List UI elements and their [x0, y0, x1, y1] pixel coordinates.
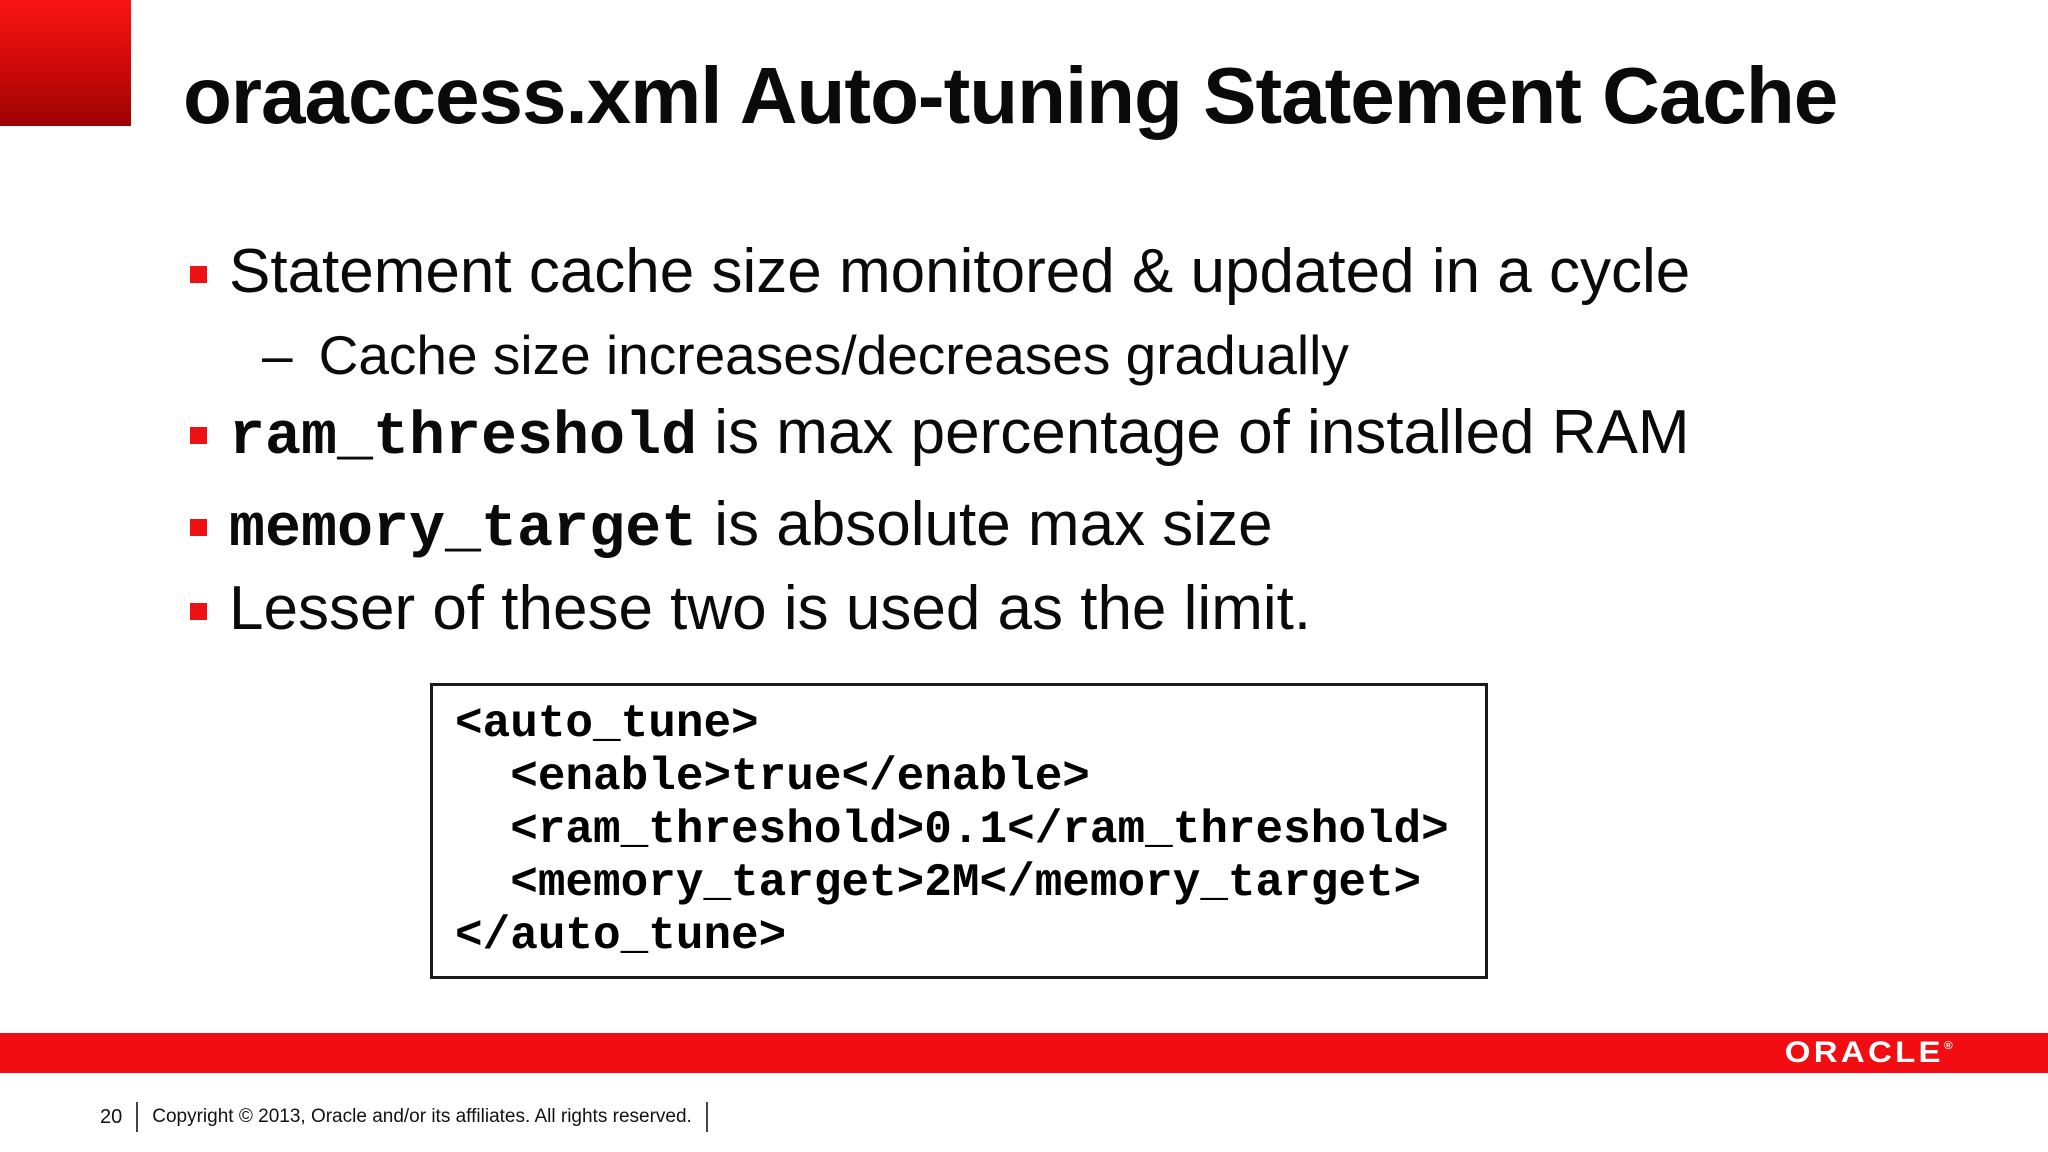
bullet-text: ram_threshold is max percentage of insta…: [229, 398, 1690, 473]
copyright-text: Copyright © 2013, Oracle and/or its affi…: [152, 1106, 692, 1127]
code-box: <auto_tune> <enable>true</enable> <ram_t…: [430, 683, 1488, 979]
bullet-text-rest: is absolute max size: [697, 490, 1273, 559]
footer-red-bar: ORACLE®: [0, 1033, 2048, 1073]
dash-icon: –: [262, 324, 293, 386]
bullet-text: memory_target is absolute max size: [229, 490, 1273, 565]
bullet-item-2: ram_threshold is max percentage of insta…: [190, 398, 1690, 473]
separator-bar: [705, 1102, 708, 1132]
oracle-logo-text: ORACLE: [1784, 1036, 1945, 1069]
sub-bullet-item: – Cache size increases/decreases gradual…: [262, 324, 1349, 386]
bullet-square-icon: [190, 603, 207, 620]
page-number: 20: [100, 1105, 123, 1128]
bullet-item-3: memory_target is absolute max size: [190, 490, 1273, 565]
registered-trademark-icon: ®: [1944, 1040, 1953, 1052]
bullet-square-icon: [190, 427, 207, 444]
bullet-square-icon: [190, 519, 207, 536]
separator-bar: [136, 1102, 139, 1132]
sub-bullet-text: Cache size increases/decreases gradually: [318, 324, 1349, 386]
bullet-text-rest: is max percentage of installed RAM: [697, 398, 1690, 467]
oracle-logo: ORACLE®: [1785, 1033, 1953, 1073]
bullet-item-1: Statement cache size monitored & updated…: [190, 237, 1690, 307]
code-xml-snippet: <auto_tune> <enable>true</enable> <ram_t…: [455, 698, 1449, 962]
code-term: memory_target: [229, 496, 698, 564]
code-term: ram_threshold: [229, 404, 698, 472]
corner-accent-block: [0, 0, 131, 126]
bullet-item-4: Lesser of these two is used as the limit…: [190, 574, 1311, 644]
slide-title: oraaccess.xml Auto-tuning Statement Cach…: [183, 51, 1838, 140]
bullet-text: Statement cache size monitored & updated…: [229, 237, 1691, 306]
bullet-square-icon: [190, 266, 207, 283]
footer-meta: 20 Copyright © 2013, Oracle and/or its a…: [100, 1100, 708, 1134]
bullet-text: Lesser of these two is used as the limit…: [229, 574, 1312, 643]
